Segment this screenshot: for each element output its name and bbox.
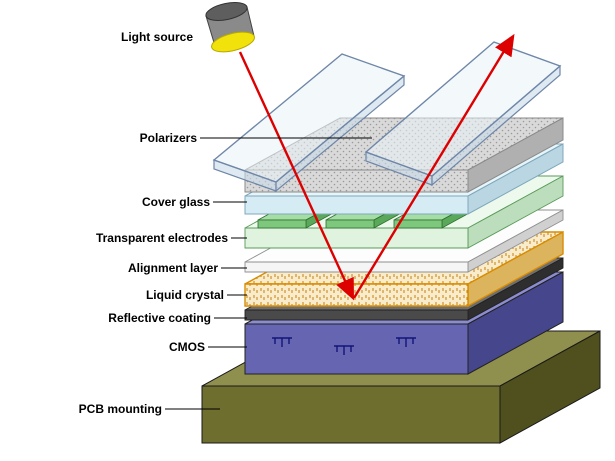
incident-ray: [238, 51, 355, 301]
light-beam-glow: [211, 31, 255, 53]
label-light-source: Light source: [121, 30, 193, 44]
label-transparent-electrodes: Transparent electrodes: [96, 231, 228, 245]
label-polarizers: Polarizers: [140, 131, 198, 145]
polarizer-pane-left: [212, 53, 406, 193]
label-reflective-coating: Reflective coating: [108, 311, 211, 325]
label-cover-glass: Cover glass: [142, 195, 210, 209]
label-alignment-layer: Alignment layer: [128, 261, 218, 275]
leader-lines: [165, 137, 372, 410]
polarizer-pane-right: [364, 41, 562, 187]
labels: Light source Polarizers Cover glass Tran…: [79, 30, 229, 416]
label-pcb-mounting: PCB mounting: [79, 402, 162, 416]
label-liquid-crystal: Liquid crystal: [146, 288, 224, 302]
light-rays: [238, 33, 515, 301]
reflected-ray: [352, 33, 515, 299]
light-source-lamp: [205, 2, 255, 53]
label-cmos: CMOS: [169, 340, 205, 354]
